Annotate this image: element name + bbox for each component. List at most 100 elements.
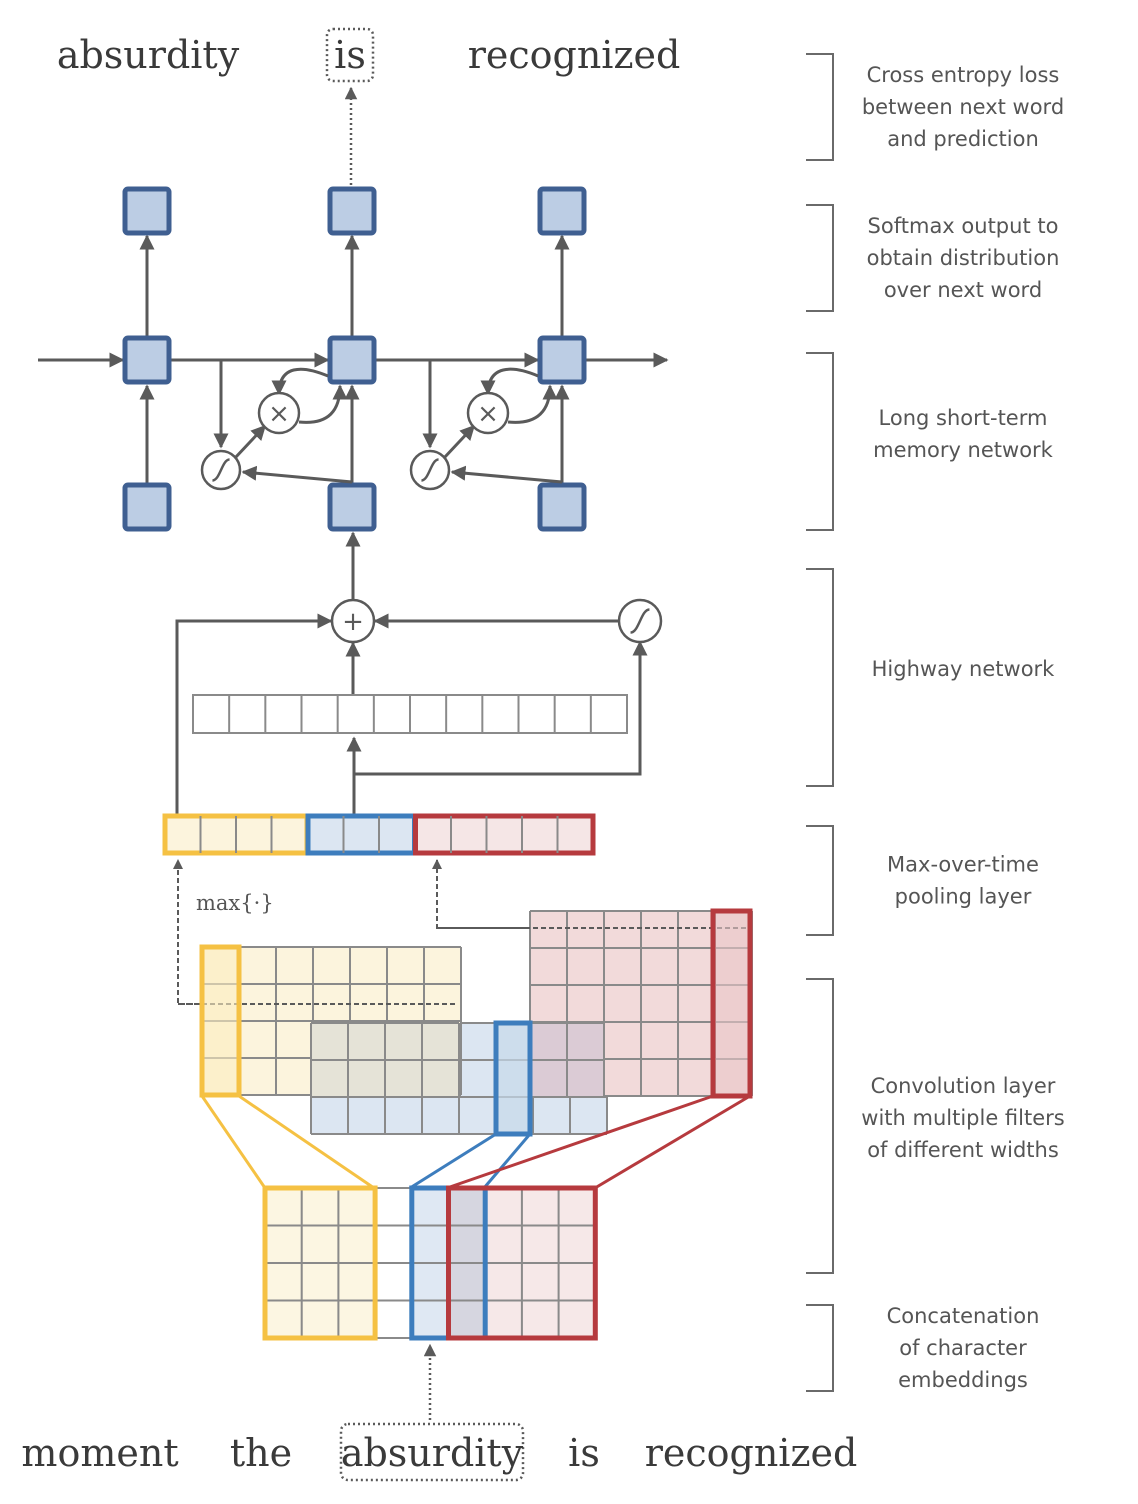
gate-to-multiply-arrow	[233, 424, 267, 460]
gate-circle	[466, 391, 510, 435]
layer-bracket	[806, 825, 834, 936]
lstm-gate-structure: ×	[409, 360, 563, 491]
max-operator-label: max{·}	[196, 891, 274, 915]
output-words: absurdity is recognized	[57, 27, 680, 83]
max-pooling-layer	[162, 813, 750, 1005]
pooling-to-gate-path	[354, 640, 648, 776]
blue-filter-output-column	[493, 1020, 533, 1137]
yellow-filter-window	[262, 1185, 378, 1341]
lstm-network: ××	[38, 186, 669, 532]
softmax-output-node	[122, 186, 172, 236]
layer-label-line: Softmax output to	[868, 214, 1059, 238]
pooled-segment-border	[413, 813, 596, 856]
layer-label-line: Concatenation	[887, 1304, 1040, 1328]
red-filter-right-edge	[594, 1094, 751, 1190]
layer-annotation-convolution: Convolution layer with multiple filters of…	[806, 978, 1065, 1274]
highway-network: +	[175, 531, 663, 815]
layer-annotation-cross-entropy: Cross entropy loss between next word and p…	[806, 53, 1064, 161]
yellow-filter-left-edge	[200, 1095, 267, 1189]
layer-label-line: obtain distribution	[867, 246, 1060, 270]
yellow-filter-output-column	[199, 944, 242, 1098]
multiply-to-cell-arrow	[507, 384, 558, 424]
sigmoid-curve	[421, 458, 439, 482]
layer-bracket	[806, 204, 834, 312]
lstm-hidden-node	[327, 335, 377, 385]
layer-label-line: Convolution layer	[871, 1074, 1056, 1098]
output-word: absurdity	[57, 33, 240, 77]
yellow-blue-overlap	[310, 1022, 460, 1098]
layer-label-line: memory network	[873, 438, 1054, 462]
operator-symbol: +	[342, 607, 364, 637]
layer-label-line: and prediction	[887, 127, 1039, 151]
layer-bracket	[806, 978, 834, 1274]
sigmoid-gate-icon	[200, 449, 242, 491]
cell-to-multiply-arrow	[480, 367, 539, 396]
multiply-gate-icon: ×	[257, 391, 301, 435]
lstm-gate-structure: ×	[200, 360, 353, 491]
highway-sigmoid-gate-icon	[617, 598, 663, 644]
gate-circle	[257, 391, 301, 435]
softmax-output-node	[327, 186, 377, 236]
lstm-input-node	[537, 482, 587, 532]
layer-annotation-highway: Highway network	[806, 568, 1056, 787]
red-filter-left-edge	[446, 1094, 714, 1190]
layer-label-line: of different widths	[867, 1138, 1059, 1162]
input-to-gate-arrow	[450, 465, 563, 484]
blue-filter-left-edge	[409, 1132, 497, 1190]
layer-annotation-char-embeddings: Concatenation of character embeddings	[806, 1304, 1039, 1392]
sigmoid-curve	[212, 458, 230, 482]
layer-label-line: Highway network	[872, 657, 1056, 681]
gate-circle	[330, 598, 376, 644]
pooled-red-segment	[413, 813, 596, 856]
input-word: recognized	[645, 1431, 858, 1475]
input-word-current: absurdity	[341, 1431, 524, 1475]
layer-label-line: Cross entropy loss	[867, 63, 1060, 87]
yellow-filter-right-edge	[238, 1094, 375, 1190]
lstm-input-node	[122, 482, 172, 532]
pooled-yellow-segment	[162, 813, 310, 856]
character-embeddings	[200, 1094, 751, 1341]
layer-annotation-softmax: Softmax output to obtain distribution over…	[806, 204, 1060, 312]
sigmoid-curve	[630, 608, 650, 634]
operator-symbol: ×	[477, 399, 499, 429]
layer-annotation-max-pooling: Max-over-time pooling layer	[806, 825, 1039, 936]
layer-label-line: Max-over-time	[887, 853, 1039, 877]
blue-red-overlap	[529, 1022, 605, 1098]
lstm-hidden-node	[537, 335, 587, 385]
gate-to-multiply-arrow	[442, 424, 476, 460]
multiply-to-cell-arrow	[298, 384, 348, 424]
red-filter-output-column	[710, 908, 753, 1099]
layer-label-line: embeddings	[898, 1368, 1028, 1392]
layer-bracket	[806, 1304, 834, 1392]
input-word: moment	[21, 1431, 178, 1475]
lstm-input-node	[327, 482, 377, 532]
layer-label-line: pooling layer	[895, 885, 1032, 909]
layer-annotation-lstm: Long short-term memory network	[806, 352, 1054, 531]
input-word-highlight-box	[339, 1422, 525, 1482]
layer-label-line: of character	[899, 1336, 1027, 1360]
highway-carry-path	[175, 613, 333, 815]
layer-label-line: Long short-term	[879, 406, 1048, 430]
add-gate-icon: +	[330, 598, 376, 644]
layer-label-line: with multiple filters	[861, 1106, 1064, 1130]
output-word-target: is	[334, 33, 366, 77]
input-word: is	[568, 1431, 600, 1475]
lstm-hidden-node	[122, 335, 172, 385]
red-filter-window	[446, 1185, 598, 1341]
cell-to-multiply-arrow	[271, 367, 329, 396]
layer-label-line: over next word	[884, 278, 1042, 302]
multiply-gate-icon: ×	[466, 391, 510, 435]
layer-annotations: Cross entropy loss between next word and p…	[806, 53, 1065, 1392]
pooled-blue-segment	[305, 813, 417, 856]
input-to-gate-arrow	[241, 465, 353, 484]
pooled-segment-border	[305, 813, 417, 856]
layer-bracket	[806, 53, 834, 161]
target-word-highlight-box	[325, 27, 375, 83]
operator-symbol: ×	[268, 399, 290, 429]
layer-bracket	[806, 568, 834, 787]
layer-label-line: between next word	[862, 95, 1064, 119]
input-words: moment the absurdity is recognized	[21, 1422, 858, 1482]
softmax-output-node	[537, 186, 587, 236]
blue-filter-right-edge	[482, 1133, 532, 1189]
